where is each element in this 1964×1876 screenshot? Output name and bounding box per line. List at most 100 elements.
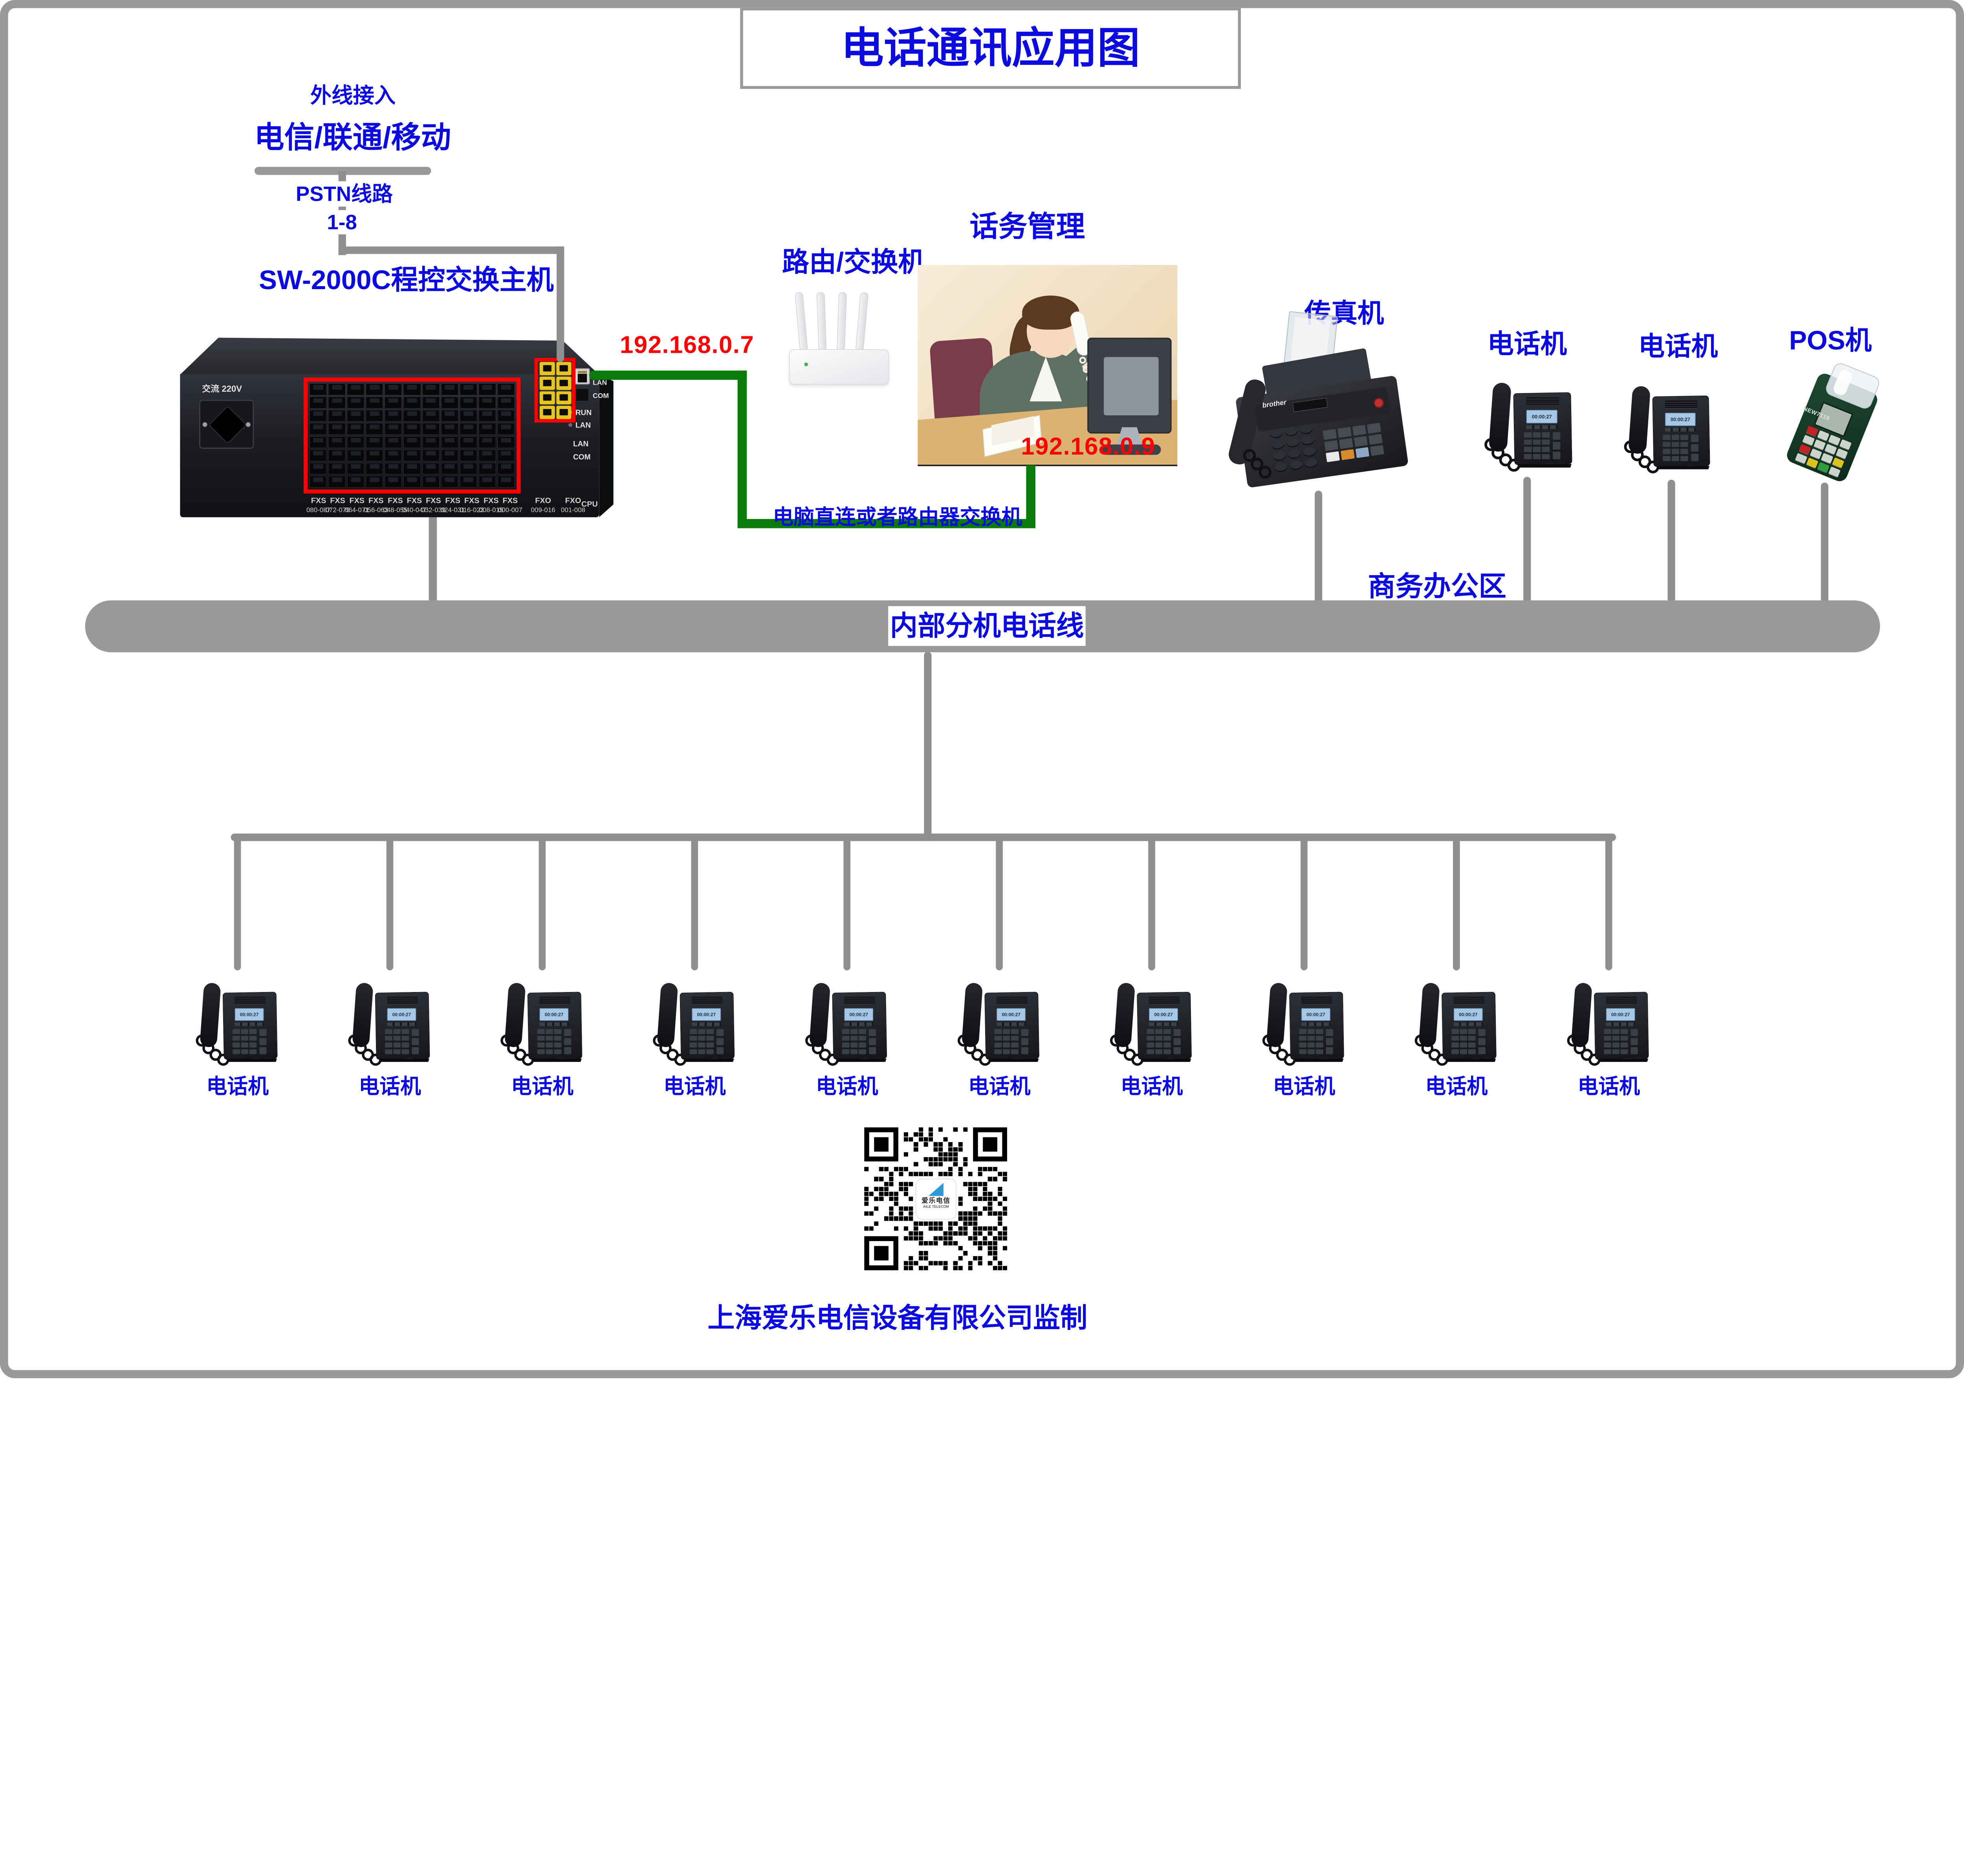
decor (482, 424, 492, 429)
qr-module (864, 1201, 869, 1206)
phone-handset (1266, 982, 1288, 1048)
qr-module (889, 1196, 894, 1201)
rj11-jack (422, 462, 440, 475)
qr-module (958, 1226, 963, 1231)
qr-module (889, 1182, 894, 1186)
qr-module (864, 1186, 869, 1191)
decor (369, 411, 379, 416)
decor (445, 385, 455, 390)
qr-module (938, 1127, 943, 1132)
qr-module (938, 1147, 943, 1152)
qr-module (988, 1231, 993, 1236)
qr-module (918, 1236, 923, 1241)
phone-key (412, 1038, 419, 1046)
decor (1272, 450, 1286, 462)
decor (445, 451, 455, 456)
qr-module (928, 1226, 933, 1231)
phone-key (233, 1036, 240, 1042)
phone-side-keys (564, 1029, 572, 1055)
qr-module (899, 1186, 903, 1191)
qr-module (933, 1261, 938, 1265)
decor (426, 424, 436, 429)
rj11-jack (460, 409, 477, 422)
qr-module (928, 1221, 933, 1226)
qr-module (889, 1216, 894, 1221)
carriers-underline (254, 167, 431, 175)
phone-key (1533, 454, 1541, 460)
decor (369, 385, 379, 390)
phone-key (994, 1029, 1002, 1035)
qr-module (918, 1132, 923, 1137)
qr-module (894, 1167, 898, 1172)
decor (388, 398, 398, 403)
phone-softkeys (539, 1022, 569, 1026)
qr-module (983, 1186, 987, 1191)
phone-key (706, 1036, 714, 1042)
qr-module (968, 1221, 973, 1226)
qr-module (993, 1251, 997, 1256)
qr-module (1002, 1236, 1007, 1241)
coil (1250, 458, 1264, 471)
decor (482, 464, 492, 469)
phone-key (1316, 1042, 1323, 1048)
trunk-jack (539, 376, 555, 390)
phone-display-text: 00:00:27 (697, 1012, 716, 1018)
phone-key (1620, 1049, 1628, 1055)
phone-key (1691, 435, 1699, 443)
phone-key (259, 1029, 267, 1037)
phone-speaker-grille (235, 996, 266, 1005)
qr-module (983, 1241, 987, 1246)
phone-handset (1571, 982, 1592, 1048)
phone-key (393, 1042, 401, 1048)
rj11-jack (460, 423, 477, 435)
side-lan-label: LAN (573, 439, 589, 448)
qr-module (869, 1211, 874, 1216)
phone-key (1671, 435, 1680, 441)
rj11-jack (347, 396, 365, 409)
decor (445, 438, 455, 442)
phone-display-text: 00:00:27 (240, 1012, 259, 1018)
lan-cable-segment-4 (1026, 465, 1035, 528)
qr-module (1002, 1206, 1007, 1211)
fax-bus-line (1315, 490, 1323, 612)
coil (1259, 466, 1271, 479)
decor (445, 411, 455, 416)
phone-keypad (1663, 435, 1688, 462)
phone-key (869, 1029, 876, 1037)
qr-module (993, 1241, 997, 1246)
phone-key (249, 1036, 257, 1042)
decor (543, 365, 551, 372)
phone-key (1542, 432, 1550, 438)
qr-module (899, 1211, 903, 1216)
qr-module (993, 1177, 997, 1181)
qr-module (933, 1142, 938, 1147)
qr-module (973, 1192, 978, 1196)
qr-module (978, 1231, 982, 1236)
pos-bus-line (1821, 482, 1828, 612)
phone-key (1631, 1038, 1638, 1046)
qr-module (864, 1167, 869, 1172)
phone-handset (1114, 982, 1136, 1048)
qr-module (943, 1137, 948, 1142)
qr-module (914, 1221, 918, 1226)
decor (351, 451, 361, 456)
phone-key (1620, 1036, 1628, 1042)
phone-base (226, 1058, 277, 1062)
qr-module (909, 1172, 913, 1176)
qr-module (928, 1132, 933, 1137)
phone-softkeys (1301, 1022, 1330, 1026)
operator-label: 话务管理 (969, 210, 1085, 243)
qr-module (978, 1167, 982, 1172)
decor (1370, 445, 1384, 456)
decor (313, 411, 323, 416)
decor (1289, 460, 1303, 471)
qr-module (973, 1221, 978, 1226)
phone-key (393, 1036, 401, 1042)
rj11-jack (365, 409, 383, 422)
qr-module (874, 1196, 879, 1201)
phone-key (1299, 1049, 1306, 1055)
qr-module (918, 1137, 923, 1142)
qr-module (914, 1172, 918, 1176)
qr-module (879, 1177, 884, 1181)
